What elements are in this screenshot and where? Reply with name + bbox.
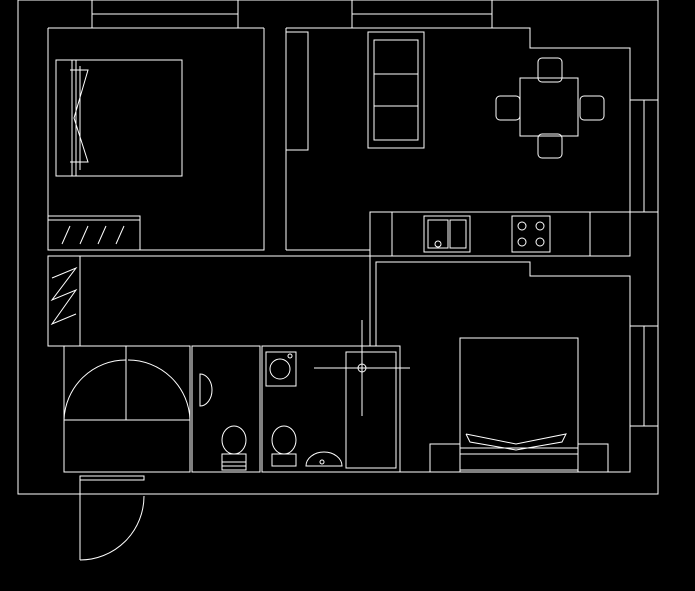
living-room	[286, 28, 630, 250]
bathroom	[262, 320, 410, 472]
wardrobe	[48, 216, 140, 250]
double-bed	[56, 60, 182, 176]
dining-table	[520, 78, 578, 136]
chairs	[496, 58, 604, 158]
kitchen	[370, 212, 630, 256]
sofa	[368, 32, 424, 148]
double-bed-2	[430, 338, 608, 472]
bedroom-bottom-right	[376, 262, 658, 472]
outer-walls	[18, 0, 658, 494]
hallway	[48, 256, 370, 346]
entrance	[48, 346, 190, 560]
kitchen-sink	[424, 216, 470, 252]
cooktop	[512, 216, 550, 252]
window-right	[630, 100, 658, 212]
toilet-room	[192, 346, 260, 472]
